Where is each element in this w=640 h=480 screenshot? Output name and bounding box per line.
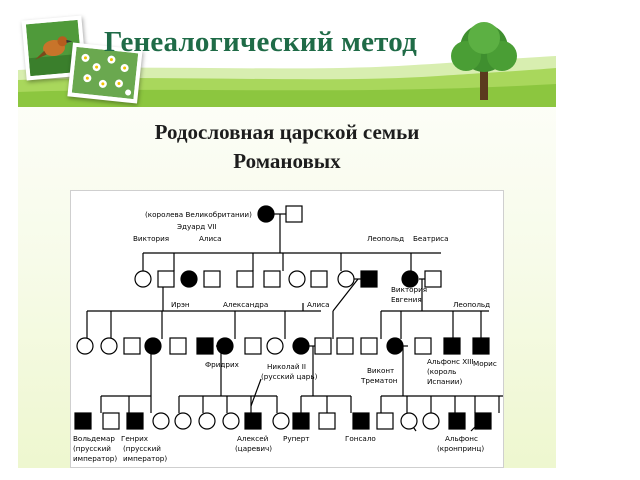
pedigree-chart: (королева Великобритании) Эдуард VII Вик… [70,190,504,468]
affected-male-symbol [74,412,92,430]
label-viscount-1: Виконт [367,366,394,375]
affected-female-symbol [180,270,198,288]
label-edward: Эдуард VII [177,222,217,231]
tree-illustration [451,22,517,100]
label-waldemar-3: император) [73,454,117,463]
male-symbol [102,412,120,430]
label-beatrice: Беатриса [413,234,449,243]
female-symbol [266,337,284,355]
affected-male-symbol [196,337,214,355]
label-waldemar-2: (прусский [73,444,111,453]
slide-subtitle: Родословная царской семьи Романовых [18,118,556,176]
female-symbol [198,412,216,430]
affected-male-symbol [360,270,378,288]
affected-male-symbol [244,412,262,430]
label-friedrich: Фридрих [205,360,240,369]
female-symbol [222,412,240,430]
label-alfonso-2: (кронпринц) [437,444,484,453]
affected-male-symbol [472,337,490,355]
pedigree-labels: (королева Великобритании) Эдуард VII Вик… [73,210,497,463]
male-symbol [318,412,336,430]
subtitle-line-1: Родословная царской семьи [154,120,420,144]
male-symbol [336,337,354,355]
label-heinrich-1: Генрих [121,434,149,443]
label-alice-gen3: Алиса [307,300,330,309]
affected-female-symbol [144,337,162,355]
female-symbol [337,270,355,288]
label-alexandra: Александра [223,300,268,309]
flowers-photo [67,42,143,104]
label-alice: Алиса [199,234,222,243]
pedigree-symbols [74,205,492,430]
affected-male-symbol [352,412,370,430]
affected-female-symbol [216,337,234,355]
female-symbol [288,270,306,288]
label-heinrich-2: (прусский [123,444,161,453]
label-alexei-2: (царевич) [235,444,272,453]
label-alfonso13-2: (король [427,367,456,376]
male-symbol [285,205,303,223]
label-leopold-gen3: Леопольд [453,300,490,309]
label-victoria: Виктория [133,234,169,243]
affected-male-symbol [443,337,461,355]
label-queen: (королева Великобритании) [145,210,252,219]
label-victoria-eugenie-1: Виктория [391,285,427,294]
label-waldemar-1: Вольдемар [73,434,115,443]
label-alexei-1: Алексей [237,434,269,443]
male-symbol [263,270,281,288]
affected-male-symbol [474,412,492,430]
affected-female-symbol [386,337,404,355]
affected-female-symbol [257,205,275,223]
pedigree-lines [86,213,503,432]
label-irene: Ирэн [171,300,190,309]
label-heinrich-3: император) [123,454,167,463]
male-symbol [314,337,332,355]
male-symbol [169,337,187,355]
female-symbol [272,412,290,430]
male-symbol [236,270,254,288]
affected-male-symbol [292,412,310,430]
slide-title: Генеалогический метод [104,26,417,58]
male-symbol [414,337,432,355]
bird-photo [21,15,87,81]
female-symbol [100,337,118,355]
male-symbol [157,270,175,288]
female-symbol [174,412,192,430]
female-symbol [400,412,418,430]
label-victoria-eugenie-2: Евгения [391,295,422,304]
affected-female-symbol [401,270,419,288]
affected-female-symbol [292,337,310,355]
label-alfonso13-3: Испании) [427,377,462,386]
slide: Генеалогический метод Родословная царско… [18,12,556,468]
label-alfonso13-1: Альфонс XIII [427,357,474,366]
subtitle-line-2: Романовых [233,149,341,173]
female-symbol [134,270,152,288]
label-nicholas-1: Николай II [267,362,306,371]
female-symbol [422,412,440,430]
header-banner: Генеалогический метод [18,12,556,107]
male-symbol [360,337,378,355]
male-symbol [310,270,328,288]
label-maurice: Морис [473,359,497,368]
male-symbol [123,337,141,355]
female-symbol [76,337,94,355]
affected-male-symbol [448,412,466,430]
male-symbol [203,270,221,288]
label-rupert: Руперт [283,434,309,443]
label-gonzalo: Гонсало [345,434,376,443]
pedigree-svg: (королева Великобритании) Эдуард VII Вик… [73,205,503,463]
affected-male-symbol [126,412,144,430]
male-symbol [376,412,394,430]
label-viscount-2: Трематон [360,376,398,385]
female-symbol [152,412,170,430]
label-nicholas-2: (русский царь) [261,372,318,381]
male-symbol [424,270,442,288]
label-alfonso-1: Альфонс [445,434,478,443]
label-leopold-gen2: Леопольд [367,234,404,243]
male-symbol [244,337,262,355]
